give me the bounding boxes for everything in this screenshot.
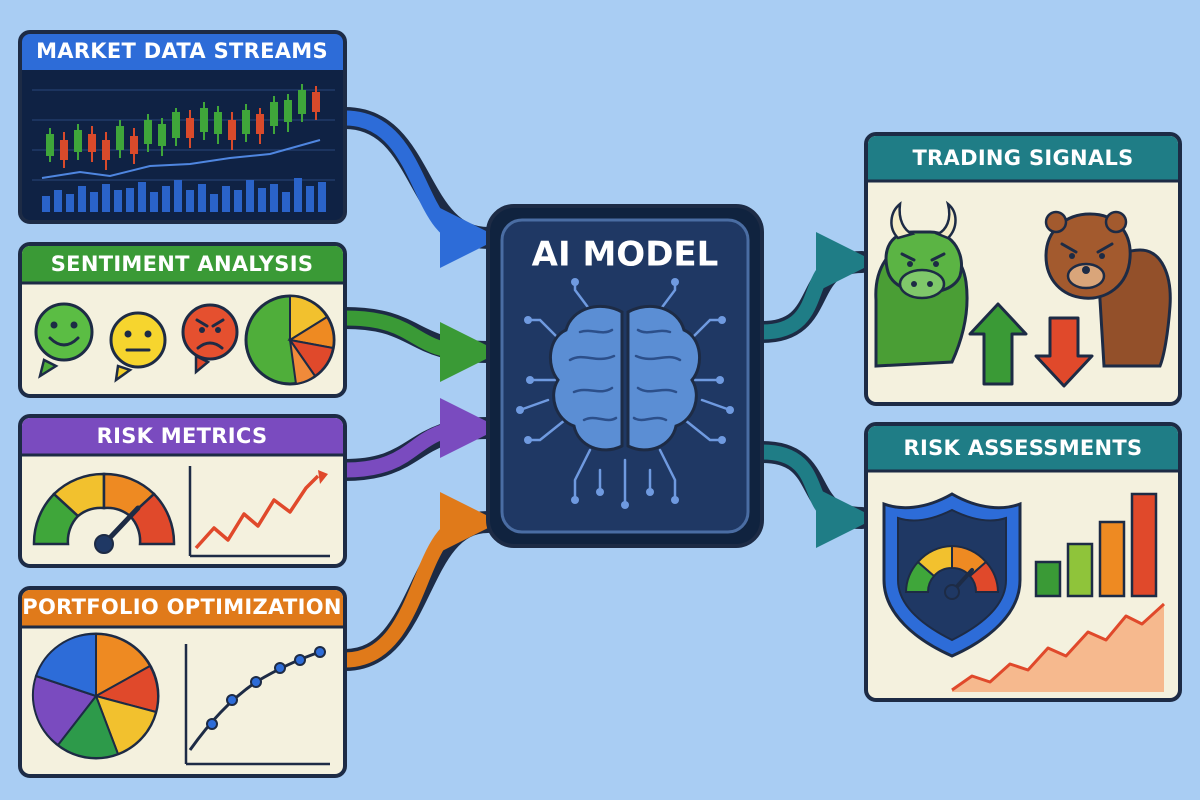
efficient-frontier-chart-icon — [184, 644, 330, 766]
panel-title-portfolio: PORTFOLIO OPTIMIZATION — [22, 595, 341, 619]
ai-model-node: AI MODEL — [486, 204, 764, 548]
panel-title-risk-metrics: RISK METRICS — [97, 424, 268, 448]
output-panel-risk-assessments: RISK ASSESSMENTS — [864, 422, 1182, 702]
rising-line-chart-icon — [188, 466, 330, 558]
input-panel-sentiment: SENTIMENT ANALYSIS — [18, 242, 347, 398]
allocation-pie-icon — [31, 632, 160, 760]
panel-title-market-data: MARKET DATA STREAMS — [36, 39, 328, 63]
up-arrow-icon — [968, 302, 1028, 386]
output-panel-trading-signals: TRADING SIGNALS — [864, 132, 1182, 406]
brain-circuit-icon — [516, 278, 734, 509]
ai-model-title: AI MODEL — [532, 235, 719, 275]
input-panel-market-data: MARKET DATA STREAMS — [18, 30, 347, 224]
shield-gauge-bars-icon — [882, 492, 1166, 692]
bear-icon — [1044, 210, 1172, 368]
panel-title-risk-assessments: RISK ASSESSMENTS — [904, 436, 1143, 460]
risk-bar-chart-icon — [1034, 492, 1158, 598]
neutral-face-icon — [109, 311, 167, 383]
happy-face-icon — [34, 302, 94, 379]
risk-area-chart-icon — [951, 602, 1166, 692]
panel-title-trading-signals: TRADING SIGNALS — [912, 146, 1133, 170]
bull-bear-arrows-icon — [874, 200, 1172, 388]
risk-gauge-icon — [32, 472, 176, 554]
connector-arrows — [334, 107, 876, 671]
shield-gauge-icon — [882, 492, 1022, 658]
angry-face-icon — [181, 303, 239, 375]
emoji-faces-and-pie-icon — [34, 294, 336, 386]
input-panel-portfolio: PORTFOLIO OPTIMIZATION — [18, 586, 347, 778]
candlestick-chart-icon — [32, 84, 335, 212]
gauge-and-rising-line-icon — [32, 466, 330, 558]
down-arrow-icon — [1034, 316, 1094, 388]
sentiment-pie-icon — [244, 294, 336, 386]
panel-title-sentiment: SENTIMENT ANALYSIS — [51, 252, 314, 276]
pie-and-efficient-frontier-icon — [31, 632, 330, 766]
bull-icon — [874, 200, 969, 368]
input-panel-risk-metrics: RISK METRICS — [18, 414, 347, 568]
